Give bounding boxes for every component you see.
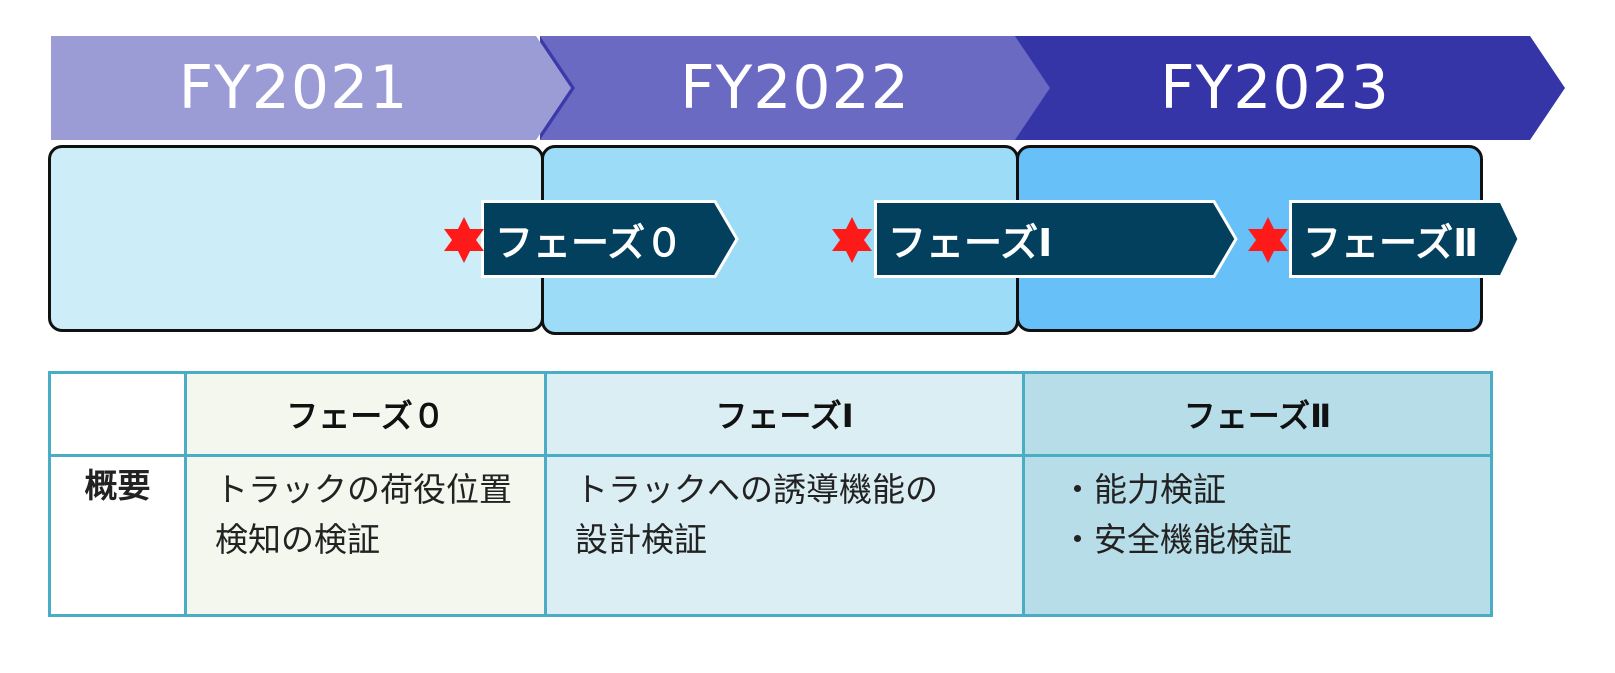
star-icon (1248, 217, 1288, 263)
cell-line: トラックの荷役位置 (215, 470, 512, 509)
fy-label: FY2021 (178, 53, 409, 123)
row-label: 概要 (48, 454, 187, 617)
table-header-cell: フェーズ０ (184, 371, 547, 457)
star-icon (832, 217, 872, 263)
fy-chevron-2021: FY2021 (51, 36, 571, 140)
phase-arrow-label: フェーズⅠ (888, 220, 1053, 265)
table-header-cell (48, 371, 187, 457)
list-item: 能力検証 (1061, 465, 1490, 515)
star-icon (444, 217, 484, 263)
phase-arrow-0: フェーズ０ (481, 200, 739, 278)
list-item: 安全機能検証 (1061, 515, 1490, 565)
cell-line: 検知の検証 (215, 520, 380, 559)
fy-chevron-2023: FY2023 (1015, 36, 1565, 140)
table-cell: トラックの荷役位置 検知の検証 (184, 454, 547, 617)
phase-arrow-label: フェーズⅡ (1303, 220, 1479, 265)
table-header-cell: フェーズⅡ (1022, 371, 1493, 457)
fy-chevron-2022: FY2022 (540, 36, 1050, 140)
table-row: 概要 トラックの荷役位置 検知の検証 トラックへの誘導機能の 設計検証 能力検証… (48, 454, 1493, 617)
table-header-cell: フェーズⅠ (544, 371, 1025, 457)
bullet-list: 能力検証 安全機能検証 (1025, 457, 1490, 565)
cell-line: 設計検証 (575, 520, 707, 559)
cell-line: トラックへの誘導機能の (575, 470, 938, 509)
phase-arrow-1: フェーズⅠ (874, 200, 1238, 278)
phase-arrow-label: フェーズ０ (495, 220, 684, 265)
fy-label: FY2023 (1160, 53, 1390, 123)
table-cell: 能力検証 安全機能検証 (1022, 454, 1493, 617)
table-cell: トラックへの誘導機能の 設計検証 (544, 454, 1025, 617)
fy-label: FY2022 (680, 53, 910, 123)
phase-summary-table: フェーズ０ フェーズⅠ フェーズⅡ 概要 トラックの荷役位置 検知の検証 トラッ… (48, 371, 1493, 617)
table-header-row: フェーズ０ フェーズⅠ フェーズⅡ (48, 371, 1493, 457)
phase-arrow-2: フェーズⅡ (1289, 200, 1521, 278)
